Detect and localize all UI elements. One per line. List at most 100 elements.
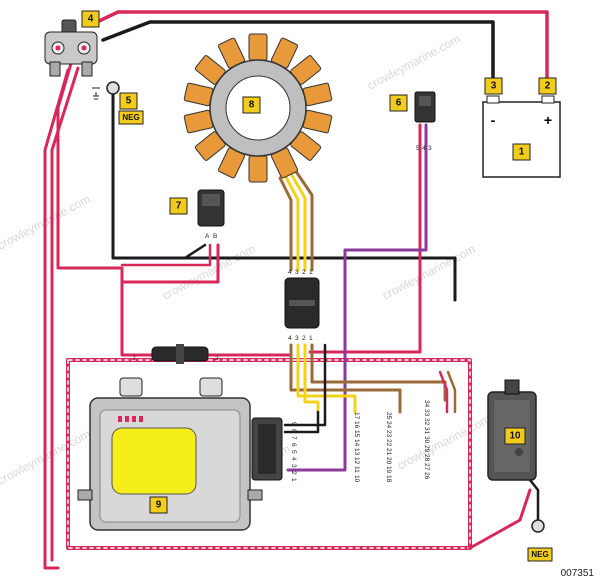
stator-wire-yellow-2 xyxy=(288,170,307,272)
ecm-pin-label: 22 xyxy=(385,439,392,447)
ecm-pin-label: 20 xyxy=(385,457,392,465)
stator-coil xyxy=(302,82,333,107)
purple-wire xyxy=(286,123,428,472)
ecm-pin-label: 15 xyxy=(353,430,360,438)
ground-terminal xyxy=(92,81,120,100)
callout-9: 9 xyxy=(149,496,168,514)
stator-upper-pin-label: 1 xyxy=(309,269,313,276)
ecm-pin-label: 8 xyxy=(290,429,297,433)
stator-wire-brown-2 xyxy=(293,168,314,272)
stator-upper-pin-label: 2 xyxy=(302,269,306,276)
ecm-pin-label: 27 xyxy=(423,463,430,471)
neg-label-top: NEG xyxy=(118,110,144,125)
stator-wire-brown-down-2 xyxy=(310,343,447,402)
ecm-led-indicators xyxy=(118,416,143,422)
stator-lower-pin-label: 2 xyxy=(302,335,306,342)
connector-6 xyxy=(414,91,436,123)
ecm-pin-label: 30 xyxy=(423,436,430,444)
watermark-text: crowleymarine.com xyxy=(365,32,463,93)
ecm-pin-label: 32 xyxy=(423,418,430,426)
black-wire-ground-bus xyxy=(111,93,457,260)
battery-plus-label: + xyxy=(544,112,552,128)
stator-lower-pin-label: 3 xyxy=(295,335,299,342)
svg-text:3: 3 xyxy=(491,81,497,92)
ecm-pin-label: 13 xyxy=(353,448,360,456)
connector-6-pin-label: 3 xyxy=(428,145,432,152)
starter-solenoid xyxy=(44,19,98,77)
ecm-pin-label: 19 xyxy=(385,466,392,474)
figure-number: 007351 xyxy=(560,568,594,579)
stator-coil xyxy=(183,109,214,134)
ecm-pin-label: 11 xyxy=(353,466,360,473)
red-wire-left-down-2 xyxy=(50,66,80,562)
ecm-pin-label: 24 xyxy=(385,421,392,429)
neg-label-bottom: NEG xyxy=(527,547,553,562)
svg-text:9: 9 xyxy=(156,500,162,511)
stator-lower-pin-label: 1 xyxy=(309,335,313,342)
svg-text:NEG: NEG xyxy=(122,113,139,122)
ecm-pin-label: 21 xyxy=(385,448,392,456)
black-wire-to-neg xyxy=(528,478,540,522)
callout-10: 10 xyxy=(504,427,526,445)
stator-wire-yellow-down-2 xyxy=(303,343,320,414)
stator-connector xyxy=(284,277,320,329)
callout-8: 8 xyxy=(242,96,261,114)
black-wire-battery-negative xyxy=(101,20,495,82)
stator-coil xyxy=(248,33,268,61)
svg-text:2: 2 xyxy=(545,81,551,92)
watermark-text: crowleymarine.com xyxy=(395,412,493,473)
ecm-pin-label: 31 xyxy=(423,427,430,435)
connector-7-pin-label: A xyxy=(205,233,210,240)
red-wire-left-down xyxy=(43,68,70,570)
ecm-pin-label: 18 xyxy=(385,475,392,483)
ecm-pin-label: 2 xyxy=(290,471,297,475)
svg-text:1: 1 xyxy=(519,147,525,158)
callout-6: 6 xyxy=(389,94,408,112)
ecm-pin-label: 7 xyxy=(290,436,297,440)
ecm-pin-label: 16 xyxy=(353,421,360,429)
ecm-pin-label: 12 xyxy=(353,457,360,465)
callout-4: 4 xyxy=(81,10,100,28)
wires xyxy=(43,10,549,570)
ecm-pin-label: 26 xyxy=(423,472,430,480)
black-wire-ecm-2 xyxy=(283,343,327,427)
connector-6-pin-label: 4 xyxy=(422,145,426,152)
ecm-pin-label: 34 xyxy=(423,400,430,408)
black-wire-ecm-3 xyxy=(283,410,320,434)
svg-text:10: 10 xyxy=(509,431,521,442)
ecm-pin-label: 3 xyxy=(290,464,297,468)
callout-3: 3 xyxy=(484,77,503,95)
ecm-pin-label: 9 xyxy=(290,422,297,426)
stator-wire-brown-1 xyxy=(278,176,293,272)
harness-right-pin-label: 2 xyxy=(215,355,219,362)
harness-left-pin-label: 2 xyxy=(132,355,136,362)
svg-text:4: 4 xyxy=(88,14,94,25)
ecm-pin-label: 23 xyxy=(385,430,392,438)
battery-minus-label: - xyxy=(491,112,496,128)
callout-1: 1 xyxy=(512,143,531,161)
stator-coil xyxy=(248,155,268,183)
stator-wire-yellow-down-1 xyxy=(296,343,357,414)
battery: - + xyxy=(482,95,561,178)
stator-upper-pin-label: 4 xyxy=(288,269,292,276)
black-wire-to-7 xyxy=(183,243,207,260)
ecm-pin-label: 29 xyxy=(423,445,430,453)
ecm-pin-label: 28 xyxy=(423,454,430,462)
harness-inline-connector xyxy=(151,344,209,364)
ecm-pin-label: 6 xyxy=(290,443,297,447)
ground-eyelet-bottom xyxy=(531,519,545,533)
red-wire-to-c6 xyxy=(308,123,422,354)
stator-upper-pin-label: 3 xyxy=(295,269,299,276)
stator-wire-brown-down-1 xyxy=(289,343,402,414)
ecm-pin-label: 14 xyxy=(353,439,360,447)
callout-5: 5 xyxy=(119,92,138,110)
connector-6-pin-label: 5 xyxy=(416,145,420,152)
red-wire-7-second xyxy=(120,243,212,267)
ecm-pin-label: 5 xyxy=(290,450,297,454)
svg-text:6: 6 xyxy=(396,98,402,109)
red-wire-to-component-10 xyxy=(468,488,532,550)
svg-text:8: 8 xyxy=(249,100,255,111)
ecm-pin-label: 33 xyxy=(423,409,430,417)
ecm-pin-label: 10 xyxy=(353,475,360,483)
